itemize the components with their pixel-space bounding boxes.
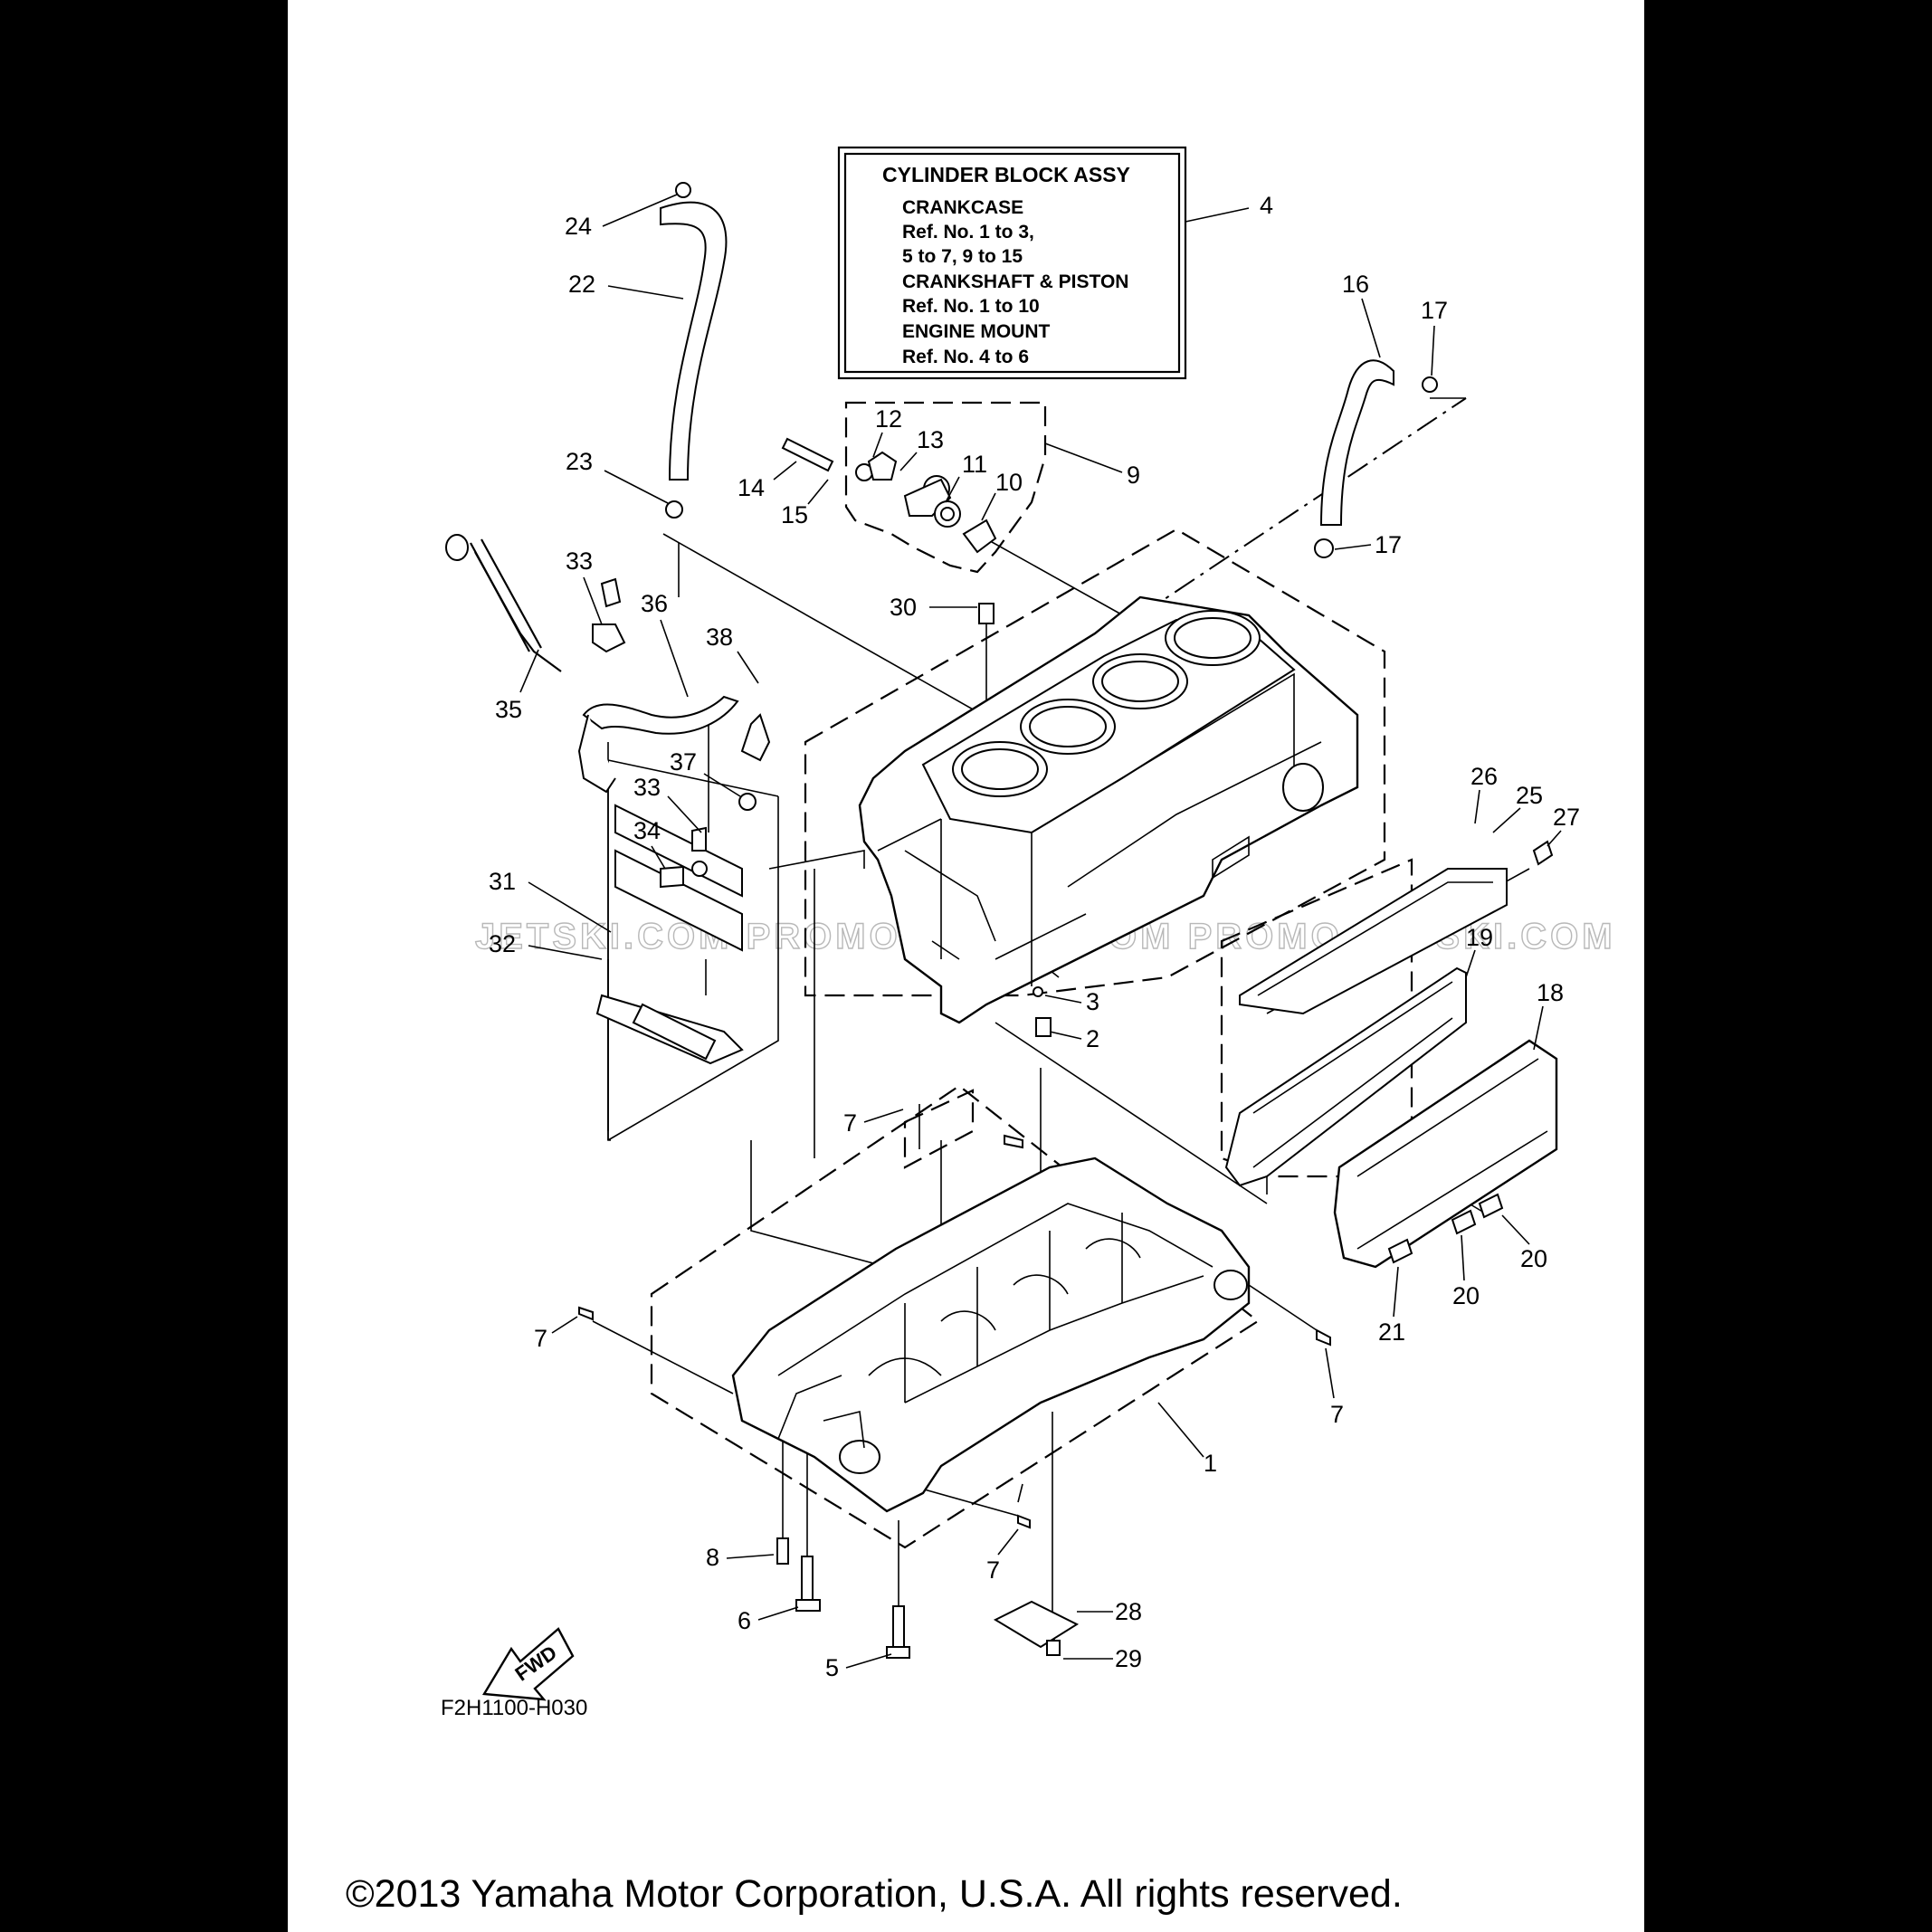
callout-number: 33 [566, 547, 593, 575]
callout-number: 30 [890, 594, 917, 621]
assembly-box-line: Ref. No. 4 to 6 [902, 347, 1029, 367]
hoses [660, 182, 1438, 558]
callout-number: 14 [738, 474, 765, 501]
callout-number: 1 [1204, 1450, 1217, 1477]
callout-number: 6 [738, 1607, 751, 1634]
callout-number: 10 [995, 469, 1023, 496]
cylinder-block [858, 595, 1359, 1024]
callout-number: 9 [1127, 462, 1140, 489]
assembly-box-line: CRANKCASE [902, 197, 1023, 218]
callout-number: 5 [825, 1654, 839, 1681]
callout-number: 38 [706, 623, 733, 651]
callout-number: 11 [962, 451, 987, 478]
callout-number: 13 [917, 426, 944, 453]
callout-number: 3 [1086, 988, 1099, 1015]
callout-number: 19 [1466, 924, 1493, 951]
callout-number: 22 [568, 271, 595, 298]
callout-number: 15 [781, 501, 808, 528]
callout-number: 20 [1452, 1282, 1480, 1309]
callout-number: 7 [986, 1556, 1000, 1584]
assembly-info-box: CYLINDER BLOCK ASSY CRANKCASE Ref. No. 1… [837, 146, 1250, 380]
callout-number: 37 [670, 748, 697, 776]
assembly-box-line: Ref. No. 1 to 10 [902, 296, 1040, 317]
callout-number: 8 [706, 1544, 719, 1571]
callout-number: 34 [633, 817, 661, 844]
callout-number: 23 [566, 448, 593, 475]
small-parts [578, 437, 1554, 1659]
callout-number: 12 [875, 405, 902, 433]
callout-number: 17 [1375, 531, 1402, 558]
callout-number: 27 [1553, 804, 1580, 831]
callout-number: 33 [633, 774, 661, 801]
callout-number: 7 [1330, 1401, 1344, 1428]
callout-number: 36 [641, 590, 668, 617]
callout-number: 17 [1421, 297, 1448, 324]
callout-number: 24 [565, 213, 592, 240]
side-covers [1224, 868, 1558, 1269]
assembly-box-line: Ref. No. 1 to 3, [902, 222, 1034, 243]
callout-number: 7 [843, 1109, 857, 1137]
callouts: 1 2 3 4 5 6 7 7 7 7 8 9 10 11 12 13 14 1… [489, 192, 1580, 1681]
callout-number: 21 [1378, 1318, 1405, 1346]
callout-number: 16 [1342, 271, 1369, 298]
figure-code: F2H1100-H030 [441, 1696, 587, 1720]
oil-tube-assembly [445, 534, 771, 1065]
callout-number: 26 [1470, 763, 1498, 790]
callout-number: 29 [1115, 1645, 1142, 1672]
callout-number: 4 [1260, 192, 1273, 219]
callout-number: 32 [489, 930, 516, 957]
callout-number: 35 [495, 696, 522, 723]
copyright-notice: ©2013 Yamaha Motor Corporation, U.S.A. A… [346, 1872, 1403, 1916]
callout-number: 20 [1520, 1245, 1547, 1272]
callout-number: 2 [1086, 1025, 1099, 1052]
crankcase [731, 1156, 1251, 1513]
forward-arrow-icon: FWD [481, 1627, 575, 1701]
assembly-box-line: CRANKSHAFT & PISTON [902, 271, 1128, 292]
callout-number: 18 [1537, 979, 1564, 1006]
assembly-box-line: 5 to 7, 9 to 15 [902, 246, 1023, 267]
assembly-box-title: CYLINDER BLOCK ASSY [882, 163, 1130, 186]
callout-number: 31 [489, 868, 516, 895]
assembly-box-line: ENGINE MOUNT [902, 321, 1051, 342]
callout-number: 7 [534, 1325, 547, 1352]
callout-number: 25 [1516, 782, 1543, 809]
callout-number: 28 [1115, 1598, 1142, 1625]
